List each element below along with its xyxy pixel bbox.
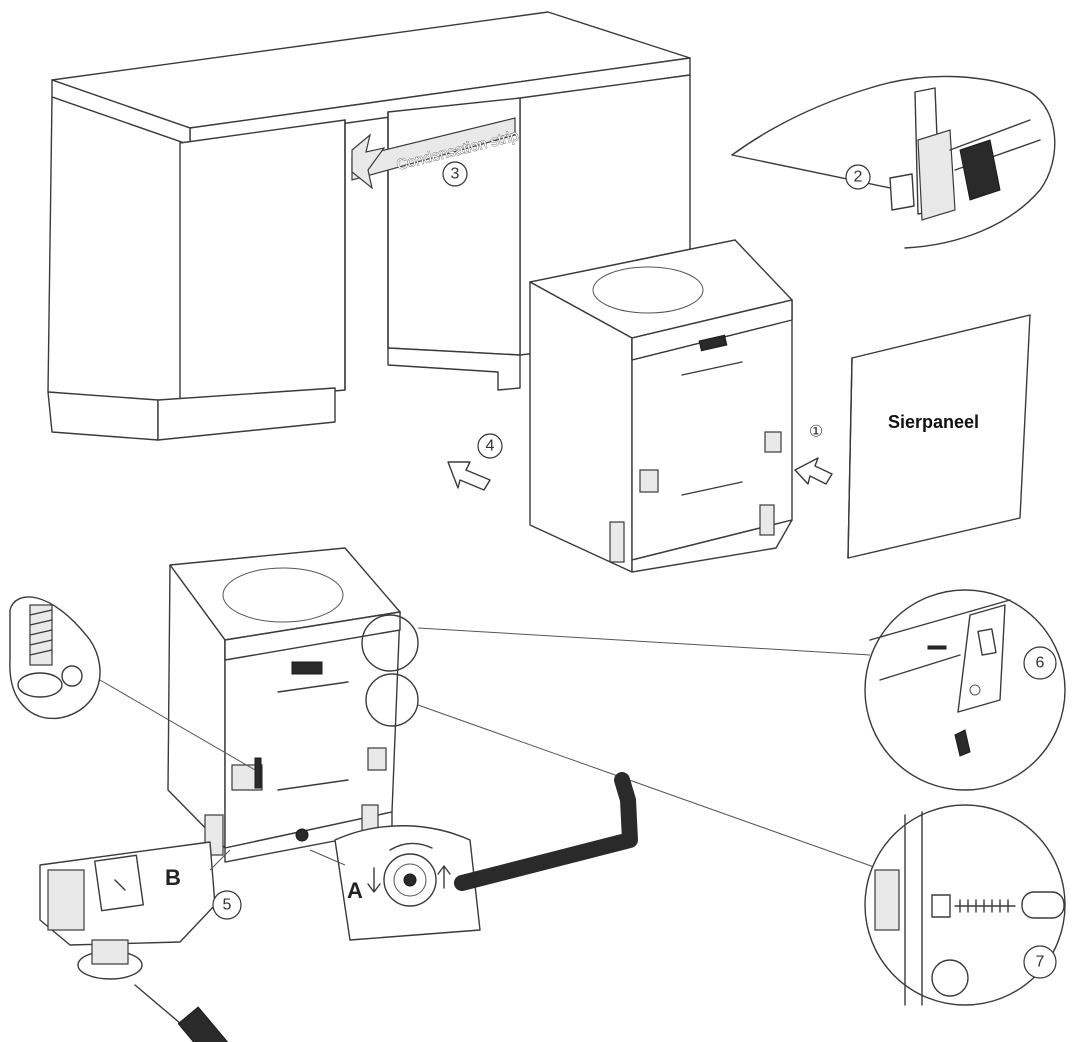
- step-marker-6: 6: [1023, 646, 1057, 680]
- detail-foot-screw: [9, 596, 256, 771]
- detail-6-mounting: [864, 589, 1066, 791]
- step-marker-5: 5: [212, 890, 242, 920]
- detail-a-adjust: [309, 825, 481, 941]
- detail-2-bracket: [731, 75, 1056, 249]
- svg-text:5: 5: [223, 897, 232, 914]
- dishwasher-lower: [167, 547, 401, 863]
- arrow-4: [447, 461, 491, 491]
- callout-circle-lower: [365, 673, 419, 727]
- decor-panel: [847, 314, 1031, 559]
- allen-key: [454, 772, 638, 891]
- letter-b: B: [165, 865, 181, 890]
- svg-text:4: 4: [486, 438, 495, 455]
- step-marker-3: 3: [442, 161, 468, 187]
- dishwasher-upper: [529, 239, 793, 573]
- svg-text:3: 3: [451, 166, 460, 183]
- detail-b-adjust: [39, 841, 231, 1042]
- svg-text:①: ①: [809, 424, 823, 441]
- step-marker-2: 2: [845, 164, 871, 190]
- step-marker-7: 7: [1023, 945, 1057, 979]
- arrow-1: [794, 457, 833, 485]
- step-marker-1: ①: [809, 424, 823, 441]
- svg-text:7: 7: [1036, 954, 1045, 971]
- detail-7-screw: [864, 804, 1066, 1006]
- callout-circle-upper: [361, 614, 419, 672]
- step-marker-4: 4: [477, 433, 503, 459]
- svg-text:6: 6: [1036, 655, 1045, 672]
- svg-text:2: 2: [854, 169, 863, 186]
- decor-panel-label: Sierpaneel: [888, 412, 979, 432]
- letter-a: A: [347, 878, 363, 903]
